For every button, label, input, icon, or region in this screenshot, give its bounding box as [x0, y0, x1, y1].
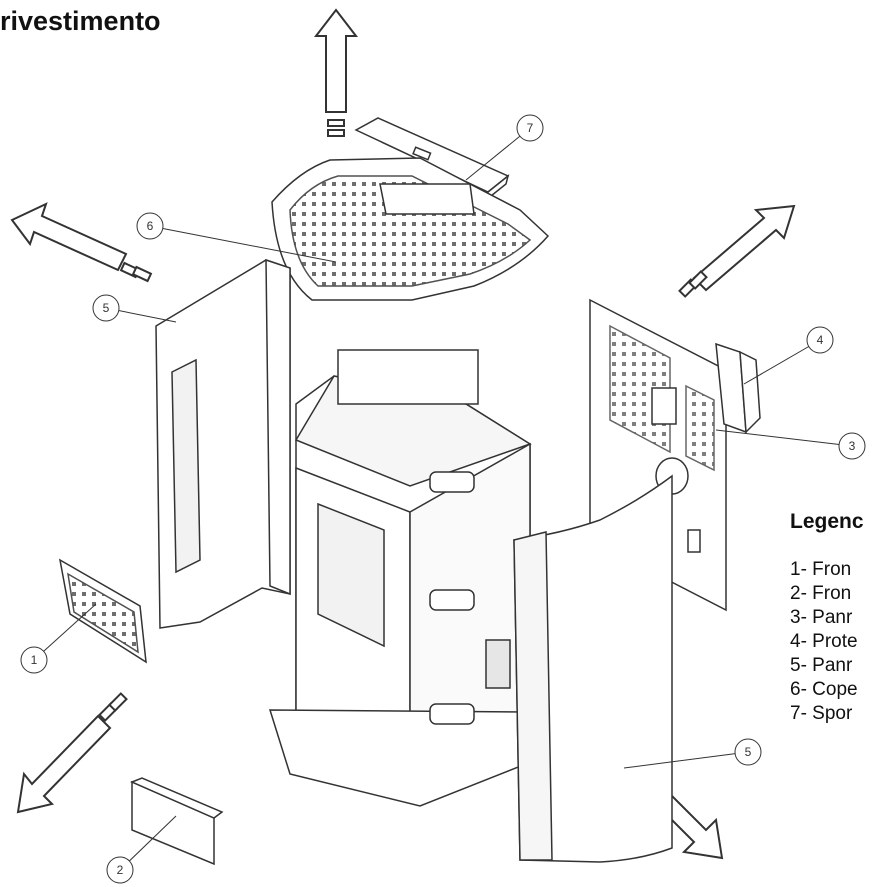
- callout-text: 5: [103, 301, 110, 315]
- callout-text: 6: [147, 219, 154, 233]
- arrow-up: [313, 8, 359, 137]
- callout-4: 4: [806, 326, 834, 354]
- callout-text: 5: [745, 745, 752, 759]
- callout-6: 6: [136, 212, 164, 240]
- callout-text: 7: [527, 121, 534, 135]
- arrow-upper-left: [10, 202, 153, 283]
- callout-text: 1: [31, 653, 38, 667]
- part-2-lower-front-panel: [130, 777, 224, 866]
- callout-text: 2: [117, 863, 124, 877]
- callout-2: 2: [106, 856, 134, 884]
- arrow-upper-right: [678, 204, 796, 298]
- callout-text: 4: [817, 333, 824, 347]
- legend-title: Legenc: [790, 510, 864, 533]
- callout-3: 3: [838, 432, 866, 460]
- legend-item-6: 6- Cope: [790, 679, 858, 700]
- part-6-top-grille: [271, 157, 550, 301]
- legend-item-2: 2- Fron: [790, 583, 852, 604]
- page-title: rivestimento: [0, 6, 161, 36]
- callout-5-right: 5: [734, 738, 762, 766]
- legend-item-5: 5- Panr: [790, 655, 853, 676]
- callout-7: 7: [516, 114, 544, 142]
- callout-1: 1: [20, 646, 48, 674]
- stove-body: [268, 349, 547, 807]
- callout-text: 3: [849, 439, 856, 453]
- part-1-front-grille: [58, 558, 147, 664]
- legend-item-7: 7- Spor: [790, 703, 853, 724]
- legend-item-4: 4- Prote: [790, 631, 858, 652]
- arrow-lower-left: [16, 692, 128, 814]
- part-5-left-panel: [155, 258, 291, 629]
- legend-item-3: 3- Panr: [790, 607, 853, 628]
- legend: Legenc 1- Fron 2- Fron 3- Panr 4- Prote …: [790, 510, 876, 726]
- callout-5-left: 5: [92, 294, 120, 322]
- part-5-right-panel: [513, 474, 673, 863]
- part-4-protection: [715, 342, 761, 434]
- legend-item-1: 1- Fron: [790, 559, 852, 580]
